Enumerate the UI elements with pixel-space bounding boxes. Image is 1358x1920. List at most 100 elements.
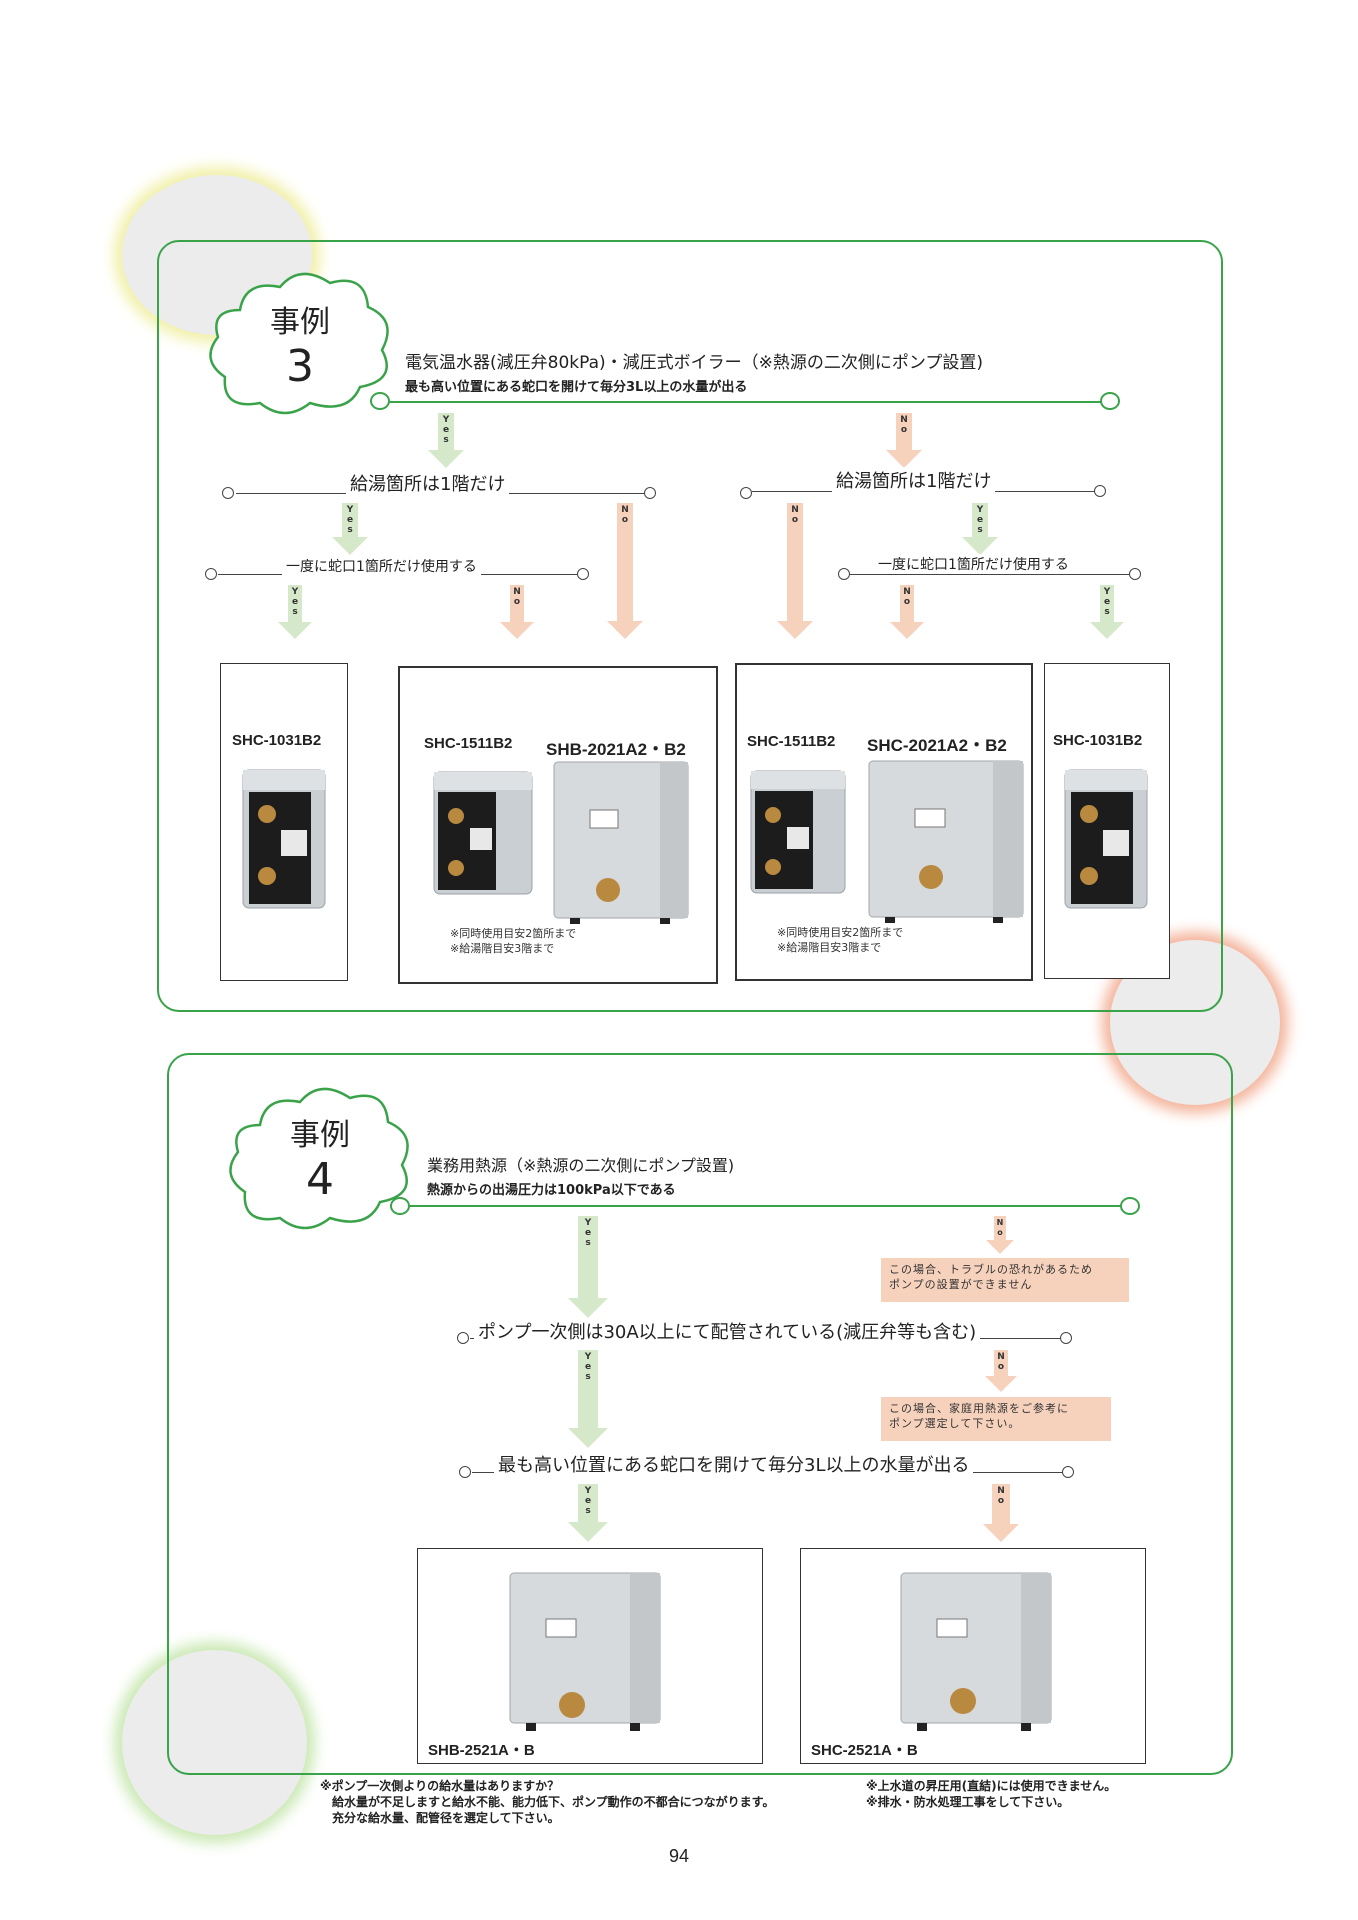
case4-yes-arrow-3: Yes	[568, 1484, 608, 1542]
case3-yes-arrow-main: Yes	[428, 413, 464, 468]
product-note: ※同時使用目安2箇所まで ※給湯階目安3階まで	[777, 926, 904, 954]
case3-product-box-3: SHC-1511B2 SHC-2021A2・B2 ※同時使用目安2箇所まで ※給…	[735, 663, 1033, 981]
case4-product-box-2: SHC-2521A・B	[800, 1548, 1146, 1764]
pump-unit-small-image	[1064, 769, 1148, 909]
case4-badge-label: 事例	[290, 1118, 350, 1153]
product-model: SHC-1511B2	[747, 733, 836, 750]
product-model: SHC-2521A・B	[811, 1742, 918, 1759]
product-model: SHC-1031B2	[232, 732, 322, 749]
case3-sub-right-yes-arrow: Yes	[1090, 585, 1124, 639]
pump-unit-large-image	[900, 1572, 1052, 1731]
case3-right-sub-question: 一度に蛇口1箇所だけ使用する	[874, 554, 1073, 574]
case3-right-sub-node-left	[838, 568, 850, 580]
yes-label: Yes	[976, 505, 984, 535]
product-model: SHC-2021A2・B2	[867, 736, 1007, 755]
yes-label: Yes	[346, 505, 354, 535]
case3-left-sub-question: 一度に蛇口1箇所だけ使用する	[282, 556, 481, 576]
case4-no-arrow-1: No	[986, 1216, 1014, 1254]
case3-left-question-node-right	[644, 487, 656, 499]
product-model: SHC-1031B2	[1053, 732, 1143, 749]
case3-badge-label: 事例	[270, 305, 330, 340]
case3-left-sub-node-left	[205, 568, 217, 580]
no-label: No	[621, 505, 629, 525]
yes-label: Yes	[584, 1218, 592, 1248]
case4-warning-2: この場合、家庭用熱源をご参考に ポンプ選定して下さい。	[881, 1397, 1111, 1441]
no-label: No	[791, 505, 799, 525]
case4-subtitle: 熱源からの出湯圧力は100kPa以下である	[427, 1183, 676, 1198]
case4-question2-node-left	[457, 1332, 469, 1344]
yes-label: Yes	[584, 1352, 592, 1382]
case4-yes-arrow-2: Yes	[568, 1350, 608, 1448]
case4-no-arrow-2: No	[985, 1350, 1017, 1392]
pump-unit-small-image	[242, 769, 326, 909]
pump-unit-large-image	[868, 760, 1024, 923]
pump-unit-large-image	[509, 1572, 661, 1731]
case3-left-sub-node-right	[577, 568, 589, 580]
case3-product-box-1: SHC-1031B2	[220, 663, 348, 981]
case3-panel	[157, 240, 1223, 1012]
case3-left-yes-arrow: Yes	[332, 503, 368, 555]
page-number: 94	[668, 1846, 690, 1866]
no-label: No	[997, 1486, 1005, 1506]
case3-left-question: 給湯箇所は1階だけ	[346, 470, 510, 496]
pump-unit-large-image	[553, 761, 689, 924]
cloud-icon	[229, 1087, 409, 1230]
case4-question3: 最も高い位置にある蛇口を開けて毎分3L以上の水量が出る	[494, 1451, 974, 1477]
case3-main-node-right	[1100, 392, 1120, 410]
no-label: No	[997, 1352, 1005, 1372]
case4-yes-arrow-1: Yes	[568, 1216, 608, 1318]
case3-main-line	[388, 401, 1110, 403]
yes-label: Yes	[584, 1486, 592, 1516]
case3-title: 電気温水器(減圧弁80kPa)・減圧式ボイラー（※熱源の二次側にポンプ設置)	[405, 353, 984, 373]
case3-left-question-node-left	[222, 487, 234, 499]
case4-question3-node-right	[1062, 1466, 1074, 1478]
case4-warning-1: この場合、トラブルの恐れがあるため ポンプの設置ができません	[881, 1258, 1129, 1302]
case3-no-arrow-main: No	[886, 413, 922, 468]
case3-main-node-left	[370, 392, 390, 410]
case4-cloud-badge: 事例 4	[220, 1080, 420, 1235]
no-label: No	[996, 1218, 1004, 1237]
case3-right-yes-arrow: Yes	[962, 503, 998, 555]
case4-main-line	[410, 1205, 1130, 1207]
case3-cloud-badge: 事例 3	[200, 265, 400, 420]
case4-question2-node-right	[1060, 1332, 1072, 1344]
product-model: SHB-2521A・B	[428, 1742, 535, 1759]
case3-product-box-4: SHC-1031B2	[1044, 663, 1170, 979]
case3-right-question: 給湯箇所は1階だけ	[832, 467, 996, 493]
case3-sub-right-no-arrow: No	[890, 585, 924, 639]
case4-main-node-left	[390, 1197, 410, 1215]
case3-left-no-arrow-long: No	[607, 503, 643, 639]
case4-question2: ポンプ一次側は30A以上にて配管されている(減圧弁等も含む)	[474, 1318, 981, 1344]
case3-right-sub-node-right	[1129, 568, 1141, 580]
product-note: ※同時使用目安2箇所まで ※給湯階目安3階まで	[450, 927, 577, 955]
decor-circle-green	[122, 1650, 307, 1835]
case3-subtitle: 最も高い位置にある蛇口を開けて毎分3L以上の水量が出る	[405, 380, 748, 395]
no-label: No	[900, 415, 908, 435]
case3-right-sub-line	[850, 574, 1130, 575]
yes-label: Yes	[291, 587, 299, 617]
product-model: SHB-2021A2・B2	[546, 740, 686, 759]
no-label: No	[903, 587, 911, 607]
footer-note-left: ※ポンプ一次側よりの給水量はありますか？ 給水量が不足しますと給水不能、能力低下…	[320, 1779, 775, 1825]
case4-main-node-right	[1120, 1197, 1140, 1215]
case3-sub-left-no-arrow: No	[500, 585, 534, 639]
case4-no-arrow-3: No	[983, 1484, 1019, 1542]
product-model: SHC-1511B2	[424, 735, 513, 752]
case3-badge-number: 3	[286, 341, 314, 392]
case4-panel	[167, 1053, 1233, 1775]
yes-label: Yes	[1103, 587, 1111, 617]
case4-product-box-1: SHB-2521A・B	[417, 1548, 763, 1764]
case3-right-question-node-left	[740, 487, 752, 499]
pump-unit-small-image	[750, 770, 846, 894]
case3-product-box-2: SHC-1511B2 SHB-2021A2・B2 ※同時使用目安2箇所まで ※給…	[398, 666, 718, 984]
case4-badge-number: 4	[306, 1154, 334, 1205]
yes-label: Yes	[442, 415, 450, 445]
footer-note-right: ※上水道の昇圧用(直結)には使用できません。 ※排水・防水処理工事をして下さい。	[866, 1779, 1117, 1809]
case4-title: 業務用熱源（※熱源の二次側にポンプ設置)	[427, 1156, 735, 1175]
case3-right-no-arrow-long: No	[777, 503, 813, 639]
cloud-icon	[209, 272, 389, 415]
no-label: No	[513, 587, 521, 607]
case4-question3-node-left	[459, 1466, 471, 1478]
pump-unit-small-image	[433, 771, 533, 895]
case3-sub-left-yes-arrow: Yes	[278, 585, 312, 639]
